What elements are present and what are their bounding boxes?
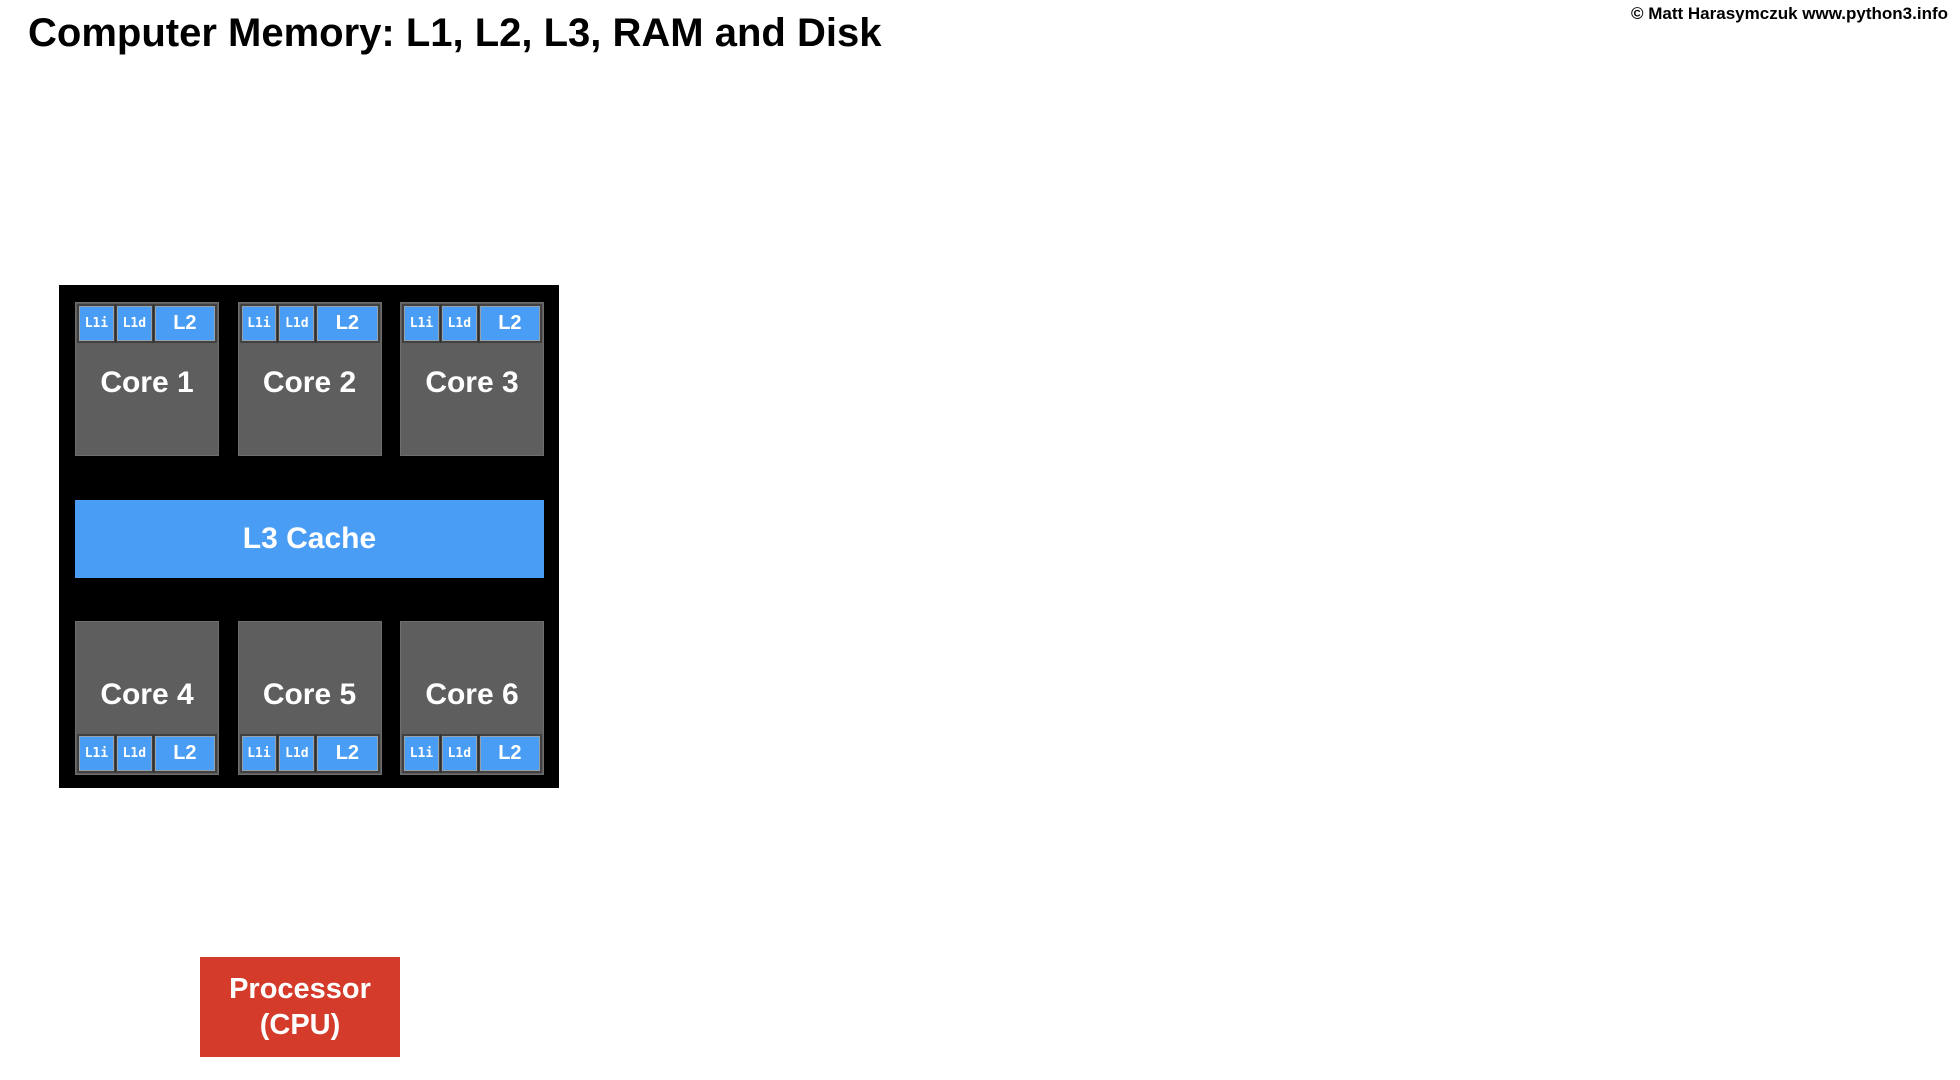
l2-cache-label: L2 <box>173 312 197 334</box>
core-unit-core-5: Core 5 L1i L1d L2 <box>237 621 382 775</box>
l1d-cache-label: L1d <box>285 316 309 331</box>
l1d-cache-label: L1d <box>447 746 472 761</box>
l1i-cache-box: L1i <box>79 306 114 341</box>
l2-cache-label: L2 <box>498 742 522 764</box>
l1d-cache-label: L1d <box>285 746 309 761</box>
cache-row: L1i L1d L2 <box>401 303 543 344</box>
l1d-cache-label: L1d <box>122 316 147 331</box>
l1d-cache-box: L1d <box>441 736 477 771</box>
l1i-cache-box: L1i <box>241 736 277 771</box>
page-title: Computer Memory: L1, L2, L3, RAM and Dis… <box>28 11 882 55</box>
l2-cache-label: L2 <box>335 742 360 764</box>
cache-row: L1i L1d L2 <box>76 303 218 344</box>
l1d-cache-box: L1d <box>116 736 152 771</box>
cache-row: L1i L1d L2 <box>239 733 381 774</box>
core-unit-core-3: L1i L1d L2 Core 3 <box>400 302 544 456</box>
l3-cache-label: L3 Cache <box>242 522 377 555</box>
l2-cache-label: L2 <box>173 742 197 764</box>
cpu-die: L1i L1d L2 Core 1 L1i L1d L2 Core 2 L1i … <box>59 285 559 788</box>
core-label: Core 2 <box>262 366 357 399</box>
core-label: Core 5 <box>262 678 357 711</box>
l1d-cache-box: L1d <box>441 306 477 341</box>
l1i-cache-label: L1i <box>84 316 109 331</box>
l1i-cache-box: L1i <box>79 736 114 771</box>
core-label: Core 3 <box>425 366 519 399</box>
l1i-cache-box: L1i <box>404 306 439 341</box>
top-core-row: L1i L1d L2 Core 1 L1i L1d L2 Core 2 L1i … <box>75 302 544 456</box>
l2-cache-label: L2 <box>498 312 522 334</box>
l1i-cache-label: L1i <box>409 316 434 331</box>
l2-cache-label: L2 <box>335 312 360 334</box>
l1i-cache-box: L1i <box>241 306 277 341</box>
l2-cache-box: L2 <box>317 306 378 341</box>
attribution: © Matt Harasymczuk www.python3.info <box>1631 4 1948 23</box>
l1d-cache-label: L1d <box>447 316 472 331</box>
core-label: Core 1 <box>100 366 194 399</box>
l1i-cache-box: L1i <box>404 736 439 771</box>
processor-label-line2: (CPU) <box>259 1009 341 1041</box>
l2-cache-box: L2 <box>154 736 215 771</box>
l1d-cache-box: L1d <box>279 736 315 771</box>
l1i-cache-label: L1i <box>247 316 271 331</box>
l1d-cache-box: L1d <box>116 306 152 341</box>
l3-cache-bar: L3 Cache <box>75 500 544 578</box>
core-unit-core-4: Core 4 L1i L1d L2 <box>75 621 219 775</box>
core-unit-core-6: Core 6 L1i L1d L2 <box>400 621 544 775</box>
core-label: Core 4 <box>100 678 194 711</box>
processor-box: Processor (CPU) <box>200 957 400 1057</box>
l1i-cache-label: L1i <box>84 746 109 761</box>
l1d-cache-label: L1d <box>122 746 147 761</box>
core-unit-core-2: L1i L1d L2 Core 2 <box>237 302 382 456</box>
l2-cache-box: L2 <box>154 306 215 341</box>
l2-cache-box: L2 <box>317 736 378 771</box>
l2-cache-box: L2 <box>479 306 540 341</box>
cache-row: L1i L1d L2 <box>401 733 543 774</box>
cache-row: L1i L1d L2 <box>239 303 381 344</box>
bottom-core-row: Core 4 L1i L1d L2 Core 5 L1i L1d L2 Core… <box>75 621 544 775</box>
core-label: Core 6 <box>425 678 519 711</box>
l1i-cache-label: L1i <box>247 746 271 761</box>
core-unit-core-1: L1i L1d L2 Core 1 <box>75 302 219 456</box>
l1i-cache-label: L1i <box>409 746 434 761</box>
cache-row: L1i L1d L2 <box>76 733 218 774</box>
l1d-cache-box: L1d <box>279 306 315 341</box>
processor-label-line1: Processor <box>229 973 371 1005</box>
l2-cache-box: L2 <box>479 736 540 771</box>
